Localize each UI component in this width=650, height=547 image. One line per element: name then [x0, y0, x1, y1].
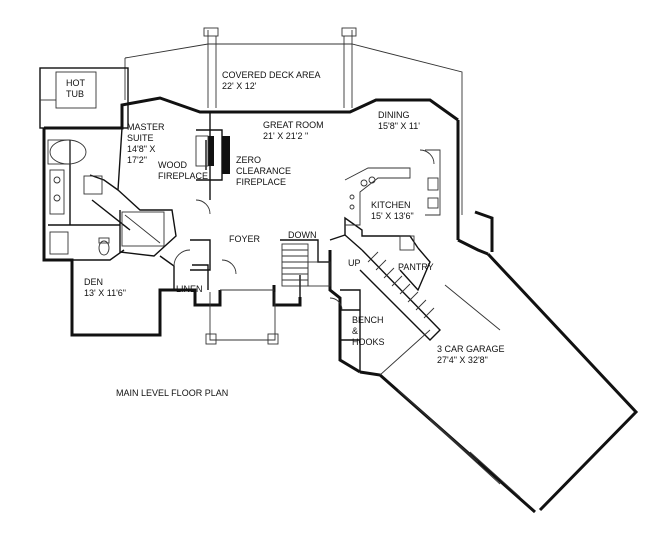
great-room-label: GREAT ROOM 21' X 21'2 " [263, 120, 324, 141]
door-swings [173, 199, 343, 311]
stairs [281, 243, 435, 319]
bench-hooks-label: BENCH & HOOKS [352, 315, 385, 347]
kitchen-counters [344, 149, 441, 251]
garage-label: 3 CAR GARAGE 27'4" X 32'8" [437, 344, 505, 365]
covered-deck-label: COVERED DECK AREA 22' X 12' [222, 70, 321, 91]
zero-clearance-fireplace-label: ZERO CLEARANCE FIREPLACE [236, 155, 292, 187]
down-stairs-label: DOWN [288, 230, 317, 240]
wood-fireplace-label: WOOD FIREPLACE [158, 160, 209, 181]
exterior-walls [42, 96, 639, 514]
foyer-label: FOYER [229, 234, 261, 244]
master-bath-fixtures [47, 139, 165, 256]
covered-deck-outline [124, 27, 463, 215]
plan-title: MAIN LEVEL FLOOR PLAN [116, 388, 229, 398]
linen-label: LINEN [176, 284, 203, 294]
den-label: DEN 13' X 11'6" [84, 277, 126, 298]
kitchen-label: KITCHEN 15' X 13'6" [371, 200, 414, 221]
dining-label: DINING 15'8" X 11' [378, 110, 420, 131]
up-stairs-label: UP [348, 258, 361, 268]
fireplaces [195, 135, 230, 174]
garage-details [379, 284, 521, 498]
master-suite-label: MASTER SUITE 14'8" X 17'2" [127, 122, 165, 165]
pantry-label: PANTRY [398, 262, 434, 272]
hot-tub-label: HOT TUB [66, 78, 85, 99]
front-porch [205, 289, 279, 345]
